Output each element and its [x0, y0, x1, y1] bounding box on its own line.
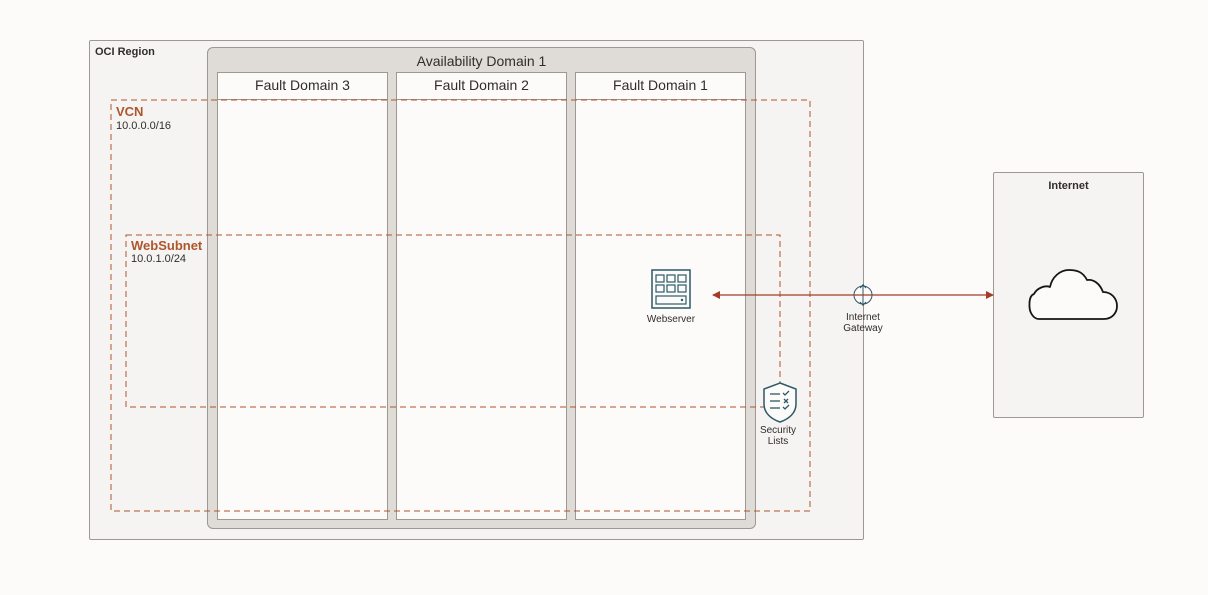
internet-gateway-label-line1: Internet — [846, 312, 880, 323]
gateway-icon[interactable] — [853, 284, 873, 306]
fault-domain-3-label: Fault Domain 3 — [218, 73, 387, 100]
fault-domain-1-label: Fault Domain 1 — [576, 73, 745, 100]
server-rack-icon[interactable] — [651, 269, 691, 309]
security-lists-label-line1: Security — [759, 425, 797, 436]
internet-gateway-label: Internet Gateway — [823, 312, 903, 334]
vcn-cidr: 10.0.0.0/16 — [116, 120, 172, 132]
webserver-label: Webserver — [646, 314, 696, 325]
security-lists-label: Security Lists — [738, 425, 818, 447]
internet-gateway-label-line2: Gateway — [843, 323, 883, 334]
vcn-name: VCN — [116, 104, 144, 119]
websubnet-name: WebSubnet — [131, 238, 203, 253]
fault-domain-3: Fault Domain 3 — [217, 72, 388, 520]
availability-domain-label: Availability Domain 1 — [416, 53, 547, 69]
websubnet-cidr: 10.0.1.0/24 — [131, 253, 187, 265]
security-lists-label-line2: Lists — [767, 436, 789, 447]
fault-domain-2: Fault Domain 2 — [396, 72, 567, 520]
oci-region-label: OCI Region — [95, 46, 155, 58]
shield-checklist-icon[interactable] — [763, 382, 797, 423]
vcn-boundary — [110, 99, 811, 512]
websubnet-boundary — [125, 234, 781, 408]
internet-label: Internet — [1048, 180, 1089, 192]
cloud-icon — [1028, 269, 1118, 320]
